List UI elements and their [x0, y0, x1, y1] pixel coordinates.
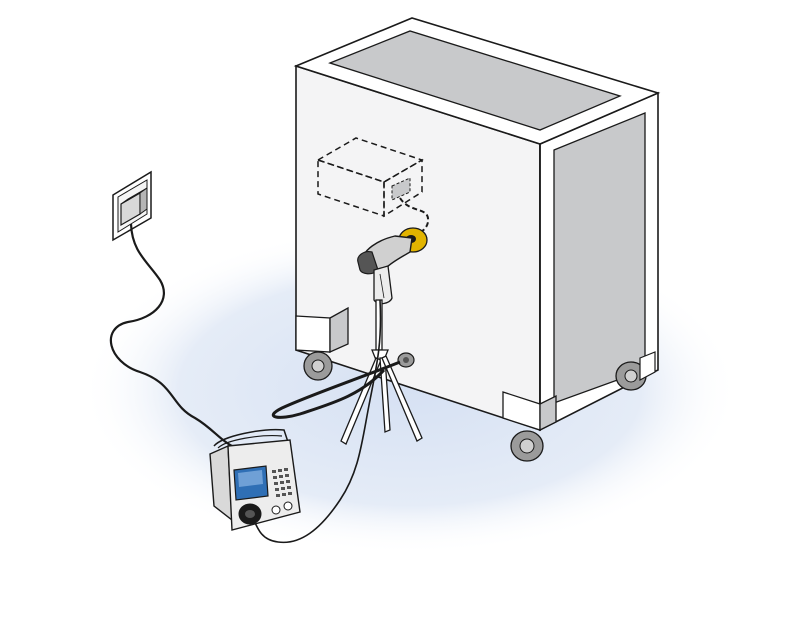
probe-cable — [251, 299, 382, 544]
instrument-keypad — [272, 468, 292, 497]
test-instrument-icon — [209, 428, 301, 531]
caster-front-left — [295, 306, 349, 381]
mains-cable — [109, 223, 233, 447]
caster-back-right — [615, 351, 656, 391]
esd-probe-icon — [357, 235, 413, 305]
test-point-marker — [391, 177, 411, 201]
caster-front-right — [502, 391, 557, 462]
power-adapter-icon — [120, 187, 148, 227]
ground-cable — [272, 360, 401, 419]
ground-point-icon — [397, 352, 415, 368]
dashed-box-icon — [316, 137, 424, 218]
cabinet-icon — [293, 17, 661, 432]
tripod-icon — [340, 299, 423, 445]
